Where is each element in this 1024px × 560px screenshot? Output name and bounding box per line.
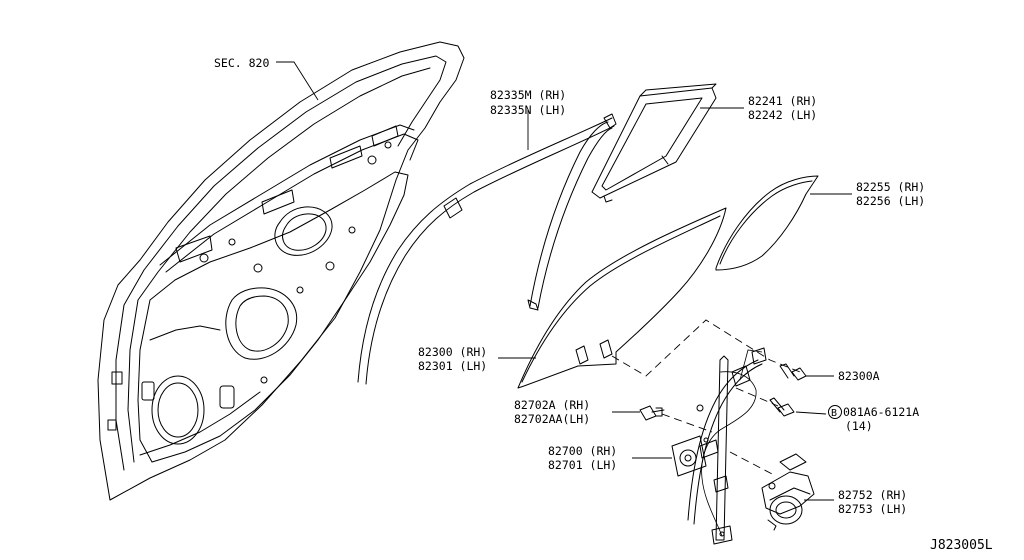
regulator-motor <box>761 453 815 531</box>
label-bolt-qty: (14) <box>845 419 873 433</box>
label-82242: 82242 (LH) <box>748 108 817 122</box>
label-82300: 82300 (RH) <box>418 345 487 359</box>
label-82702a: 82702A (RH) <box>514 398 590 412</box>
bolt-circle-symbol <box>828 405 842 419</box>
label-bolt-symbol: B <box>831 408 837 419</box>
label-82255: 82255 (RH) <box>856 180 925 194</box>
dashed-assembly-lines <box>611 319 801 477</box>
drawing-number: J823005L <box>930 538 993 553</box>
label-bolt-code: 081A6-6121A <box>843 405 919 419</box>
label-82700: 82700 (RH) <box>548 444 617 458</box>
quarter-sash-frame <box>591 83 717 203</box>
bolt-081a6 <box>769 397 795 417</box>
bolt-82702a <box>639 405 665 421</box>
label-82256: 82256 (LH) <box>856 194 925 208</box>
label-82335n: 82335N (LH) <box>490 103 566 117</box>
leader-lines <box>276 61 852 501</box>
label-82301: 82301 (LH) <box>418 359 487 373</box>
label-82702aa: 82702AA(LH) <box>514 412 590 426</box>
part-labels: SEC. 820 82335M (RH) 82335N (LH) 82241 (… <box>214 56 993 553</box>
label-sec-820: SEC. 820 <box>214 56 269 70</box>
door-glass <box>517 207 727 389</box>
window-regulator <box>671 347 767 545</box>
label-82752: 82752 (RH) <box>838 488 907 502</box>
quarter-glass <box>715 175 819 271</box>
label-82701: 82701 (LH) <box>548 458 617 472</box>
label-82241: 82241 (RH) <box>748 94 817 108</box>
rear-door-shell <box>97 41 465 501</box>
label-82335m: 82335M (RH) <box>490 88 566 102</box>
label-82753: 82753 (LH) <box>838 502 907 516</box>
label-82300a: 82300A <box>838 369 880 383</box>
bolt-82300a <box>779 363 807 381</box>
glass-run-channel <box>357 113 617 385</box>
